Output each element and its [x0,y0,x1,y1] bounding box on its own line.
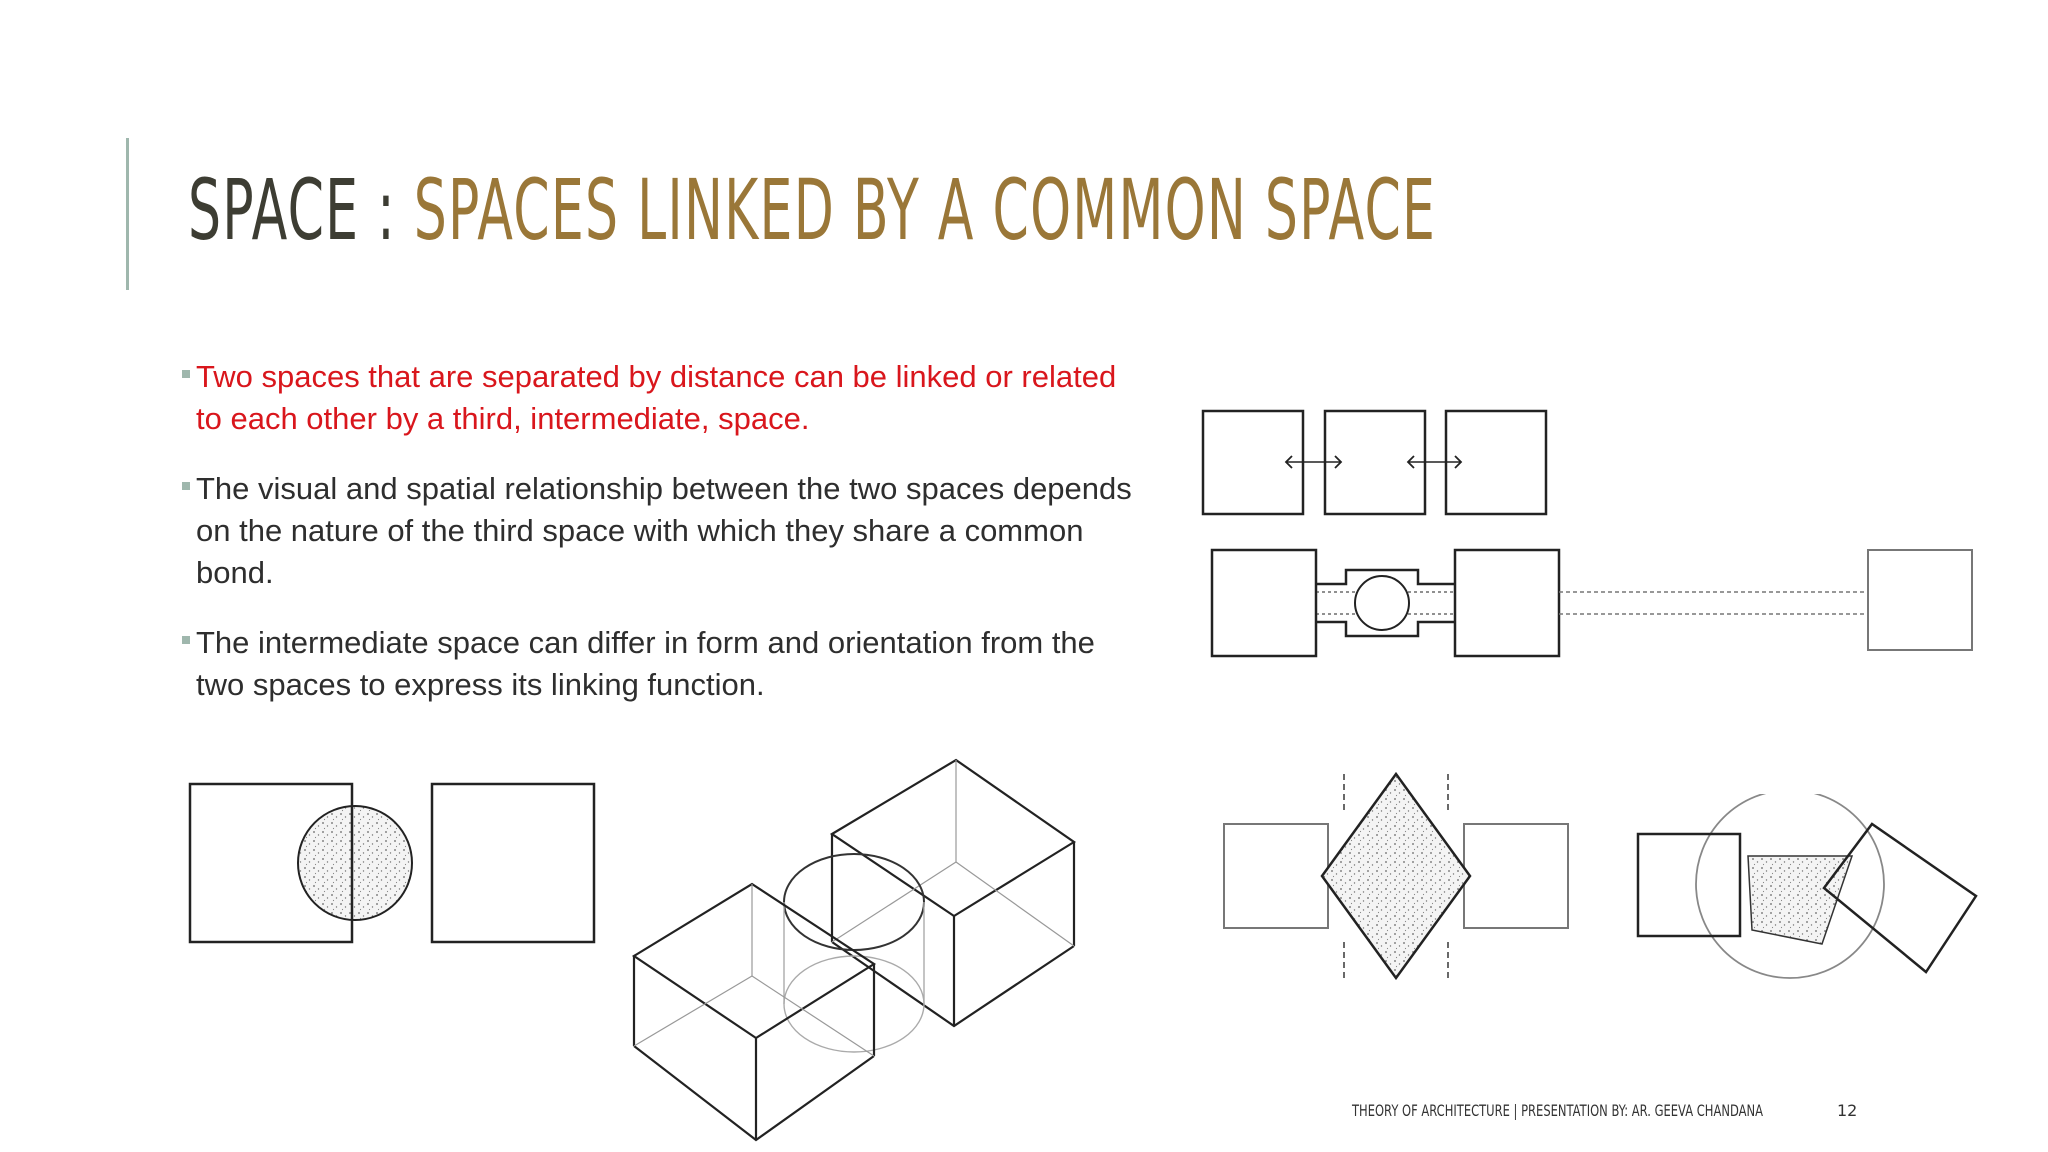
bullet-marker [182,370,190,378]
bullet-list: Two spaces that are separated by distanc… [180,356,1140,734]
bullet-marker [182,482,190,490]
title-separator: : [359,161,414,259]
bullet-text: The intermediate space can differ in for… [196,625,1095,702]
figure-three-squares-arrows [1201,409,1548,516]
figure-squares-linked-by-corridor [1210,548,1973,658]
page-number: 12 [1837,1101,1858,1120]
title-main: SPACE [188,161,360,259]
bullet-text: The visual and spatial relationship betw… [196,471,1132,590]
figure-isometric-cubes-cylinder [631,758,1077,1142]
bullet-item: The intermediate space can differ in for… [180,622,1140,706]
bullet-item: The visual and spatial relationship betw… [180,468,1140,594]
footer-text: THEORY OF ARCHITECTURE | PRESENTATION BY… [1352,1101,1763,1120]
bullet-item: Two spaces that are separated by distanc… [180,356,1140,440]
figure-squares-with-diamond [1223,771,1569,981]
slide-title: SPACE : SPACES LINKED BY A COMMON SPACE [188,160,1436,261]
title-accent-bar [126,138,129,290]
bullet-marker [182,636,190,644]
figure-rotated-squares-circle [1636,794,1978,979]
bullet-text: Two spaces that are separated by distanc… [196,359,1117,436]
figure-squares-with-circle [188,782,596,944]
title-subtitle: SPACES LINKED BY A COMMON SPACE [413,161,1437,259]
